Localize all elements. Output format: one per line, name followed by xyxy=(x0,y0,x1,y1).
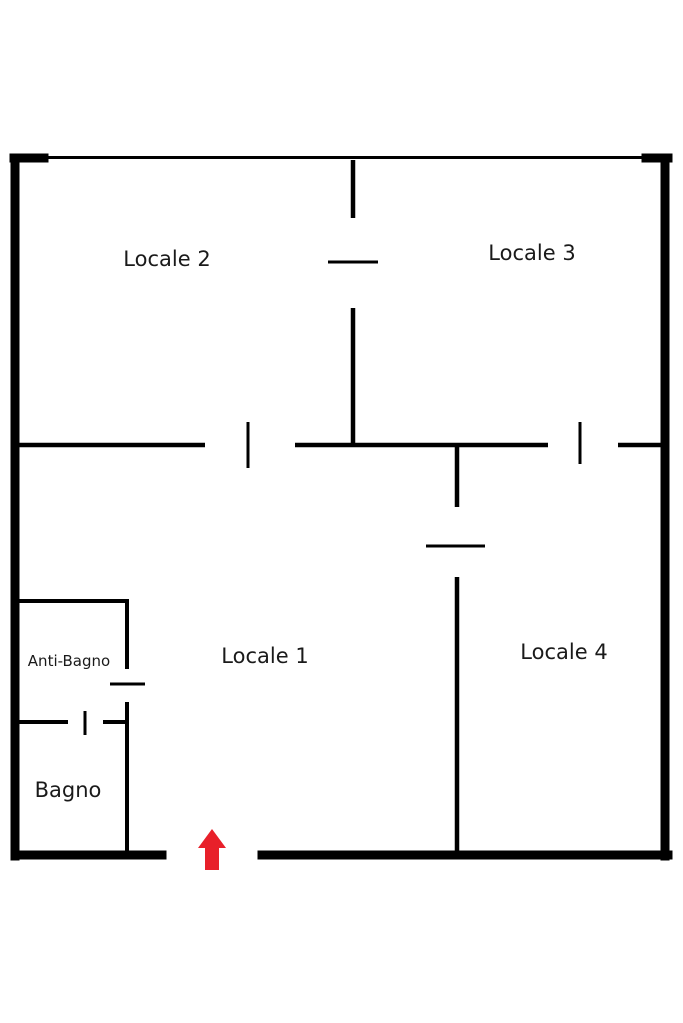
label-locale-2: Locale 2 xyxy=(123,247,210,271)
interior-walls xyxy=(19,160,662,852)
room-labels: Locale 2 Locale 3 Locale 1 Locale 4 Anti… xyxy=(28,241,608,802)
doors xyxy=(83,260,582,735)
label-locale-1: Locale 1 xyxy=(221,644,308,668)
label-bagno: Bagno xyxy=(35,778,102,802)
label-anti-bagno: Anti-Bagno xyxy=(28,652,110,670)
label-locale-4: Locale 4 xyxy=(520,640,607,664)
exterior-walls xyxy=(9,153,673,861)
up-arrow-icon xyxy=(198,829,226,870)
label-locale-3: Locale 3 xyxy=(488,241,575,265)
